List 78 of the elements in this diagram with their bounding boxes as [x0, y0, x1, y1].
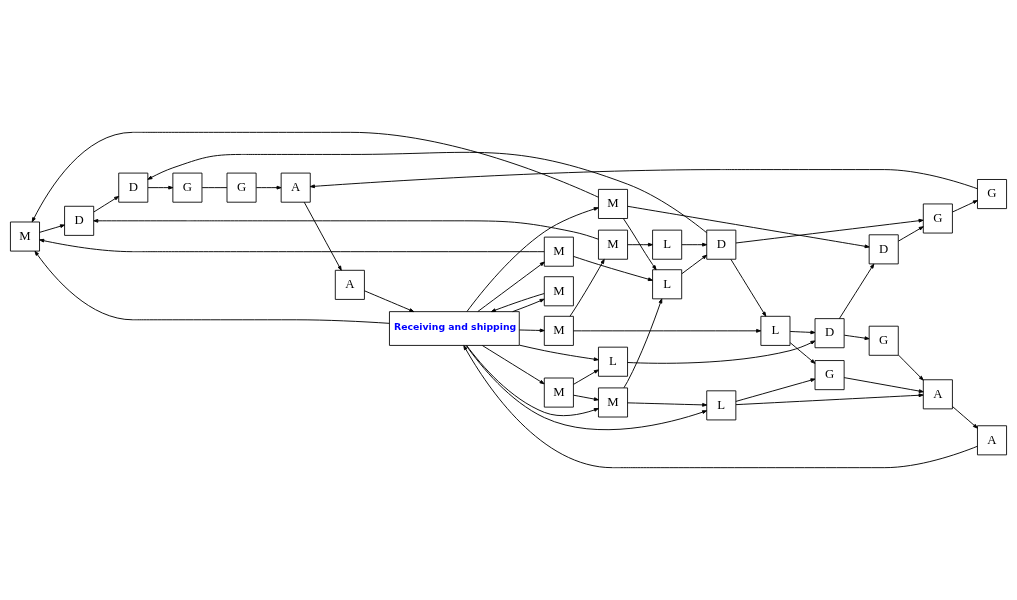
arrow: [681, 242, 708, 247]
arrow: [147, 151, 708, 234]
arrow: [309, 169, 978, 190]
arrow: [681, 254, 708, 275]
arrow: [573, 328, 762, 333]
node-box: M: [598, 387, 628, 418]
arrow: [622, 218, 657, 271]
arrow: [481, 345, 545, 385]
arrow: [627, 205, 870, 249]
node-box: D: [706, 229, 737, 260]
node-box: D: [64, 205, 95, 236]
node-box: L: [652, 269, 683, 300]
arrow: [735, 393, 924, 406]
node-box: G: [977, 179, 1007, 210]
arrow: [843, 377, 924, 393]
arrow: [898, 226, 924, 242]
node-box: L: [652, 229, 683, 260]
arrow: [39, 238, 545, 253]
node-box: A: [977, 425, 1007, 456]
node-box: A: [280, 172, 311, 203]
node-box: G: [868, 325, 899, 356]
node-box: G: [226, 172, 257, 203]
arrow: [93, 218, 599, 240]
node-box: D: [868, 234, 899, 265]
arrow: [490, 293, 545, 313]
arrow: [627, 402, 708, 407]
arrow: [477, 261, 545, 312]
node-box: L: [598, 346, 628, 377]
arrow: [31, 131, 599, 223]
arrow: [573, 394, 599, 401]
node-box: G: [814, 360, 845, 391]
node-box: M: [543, 276, 574, 307]
node-box: M: [598, 188, 628, 219]
arrow: [465, 345, 708, 431]
arrow: [623, 298, 663, 389]
arrow: [843, 334, 870, 341]
arrow: [303, 201, 342, 271]
arrow: [147, 185, 174, 190]
connector: [201, 187, 228, 189]
arrow: [519, 344, 599, 362]
node-box: A: [922, 379, 953, 410]
arrow: [463, 345, 978, 469]
arrow: [255, 185, 282, 190]
arrow: [789, 330, 816, 335]
node-box: D: [118, 172, 149, 203]
arrow: [735, 218, 924, 244]
node-box: G: [172, 172, 203, 203]
arrow: [573, 255, 653, 282]
node-box: L: [706, 390, 737, 421]
arrow: [627, 242, 653, 247]
node-box: M: [543, 377, 574, 408]
node-box: L: [760, 315, 791, 346]
arrow: [789, 342, 816, 364]
arrow: [518, 328, 545, 333]
arrow: [838, 263, 875, 320]
arrow: [573, 369, 599, 385]
node-box: M: [10, 221, 40, 252]
node-box: D: [814, 318, 845, 349]
arrow: [512, 298, 545, 313]
arrow: [466, 207, 599, 313]
node-box: A: [334, 269, 365, 300]
node-box: M: [543, 236, 574, 267]
node-box: M: [598, 229, 628, 260]
arrow: [39, 224, 65, 233]
node-box: G: [922, 203, 953, 234]
arrow: [34, 250, 390, 324]
arrow: [627, 340, 816, 364]
arrow: [898, 354, 924, 381]
arrow: [952, 200, 978, 213]
arrow: [735, 378, 816, 402]
node-box: Receiving and shipping: [389, 311, 520, 346]
node-box: M: [543, 315, 574, 346]
arrow: [93, 195, 120, 213]
arrow: [466, 345, 599, 417]
arrow: [730, 258, 767, 317]
arrow: [569, 258, 605, 317]
arrow: [952, 406, 978, 429]
arrow: [364, 290, 415, 313]
